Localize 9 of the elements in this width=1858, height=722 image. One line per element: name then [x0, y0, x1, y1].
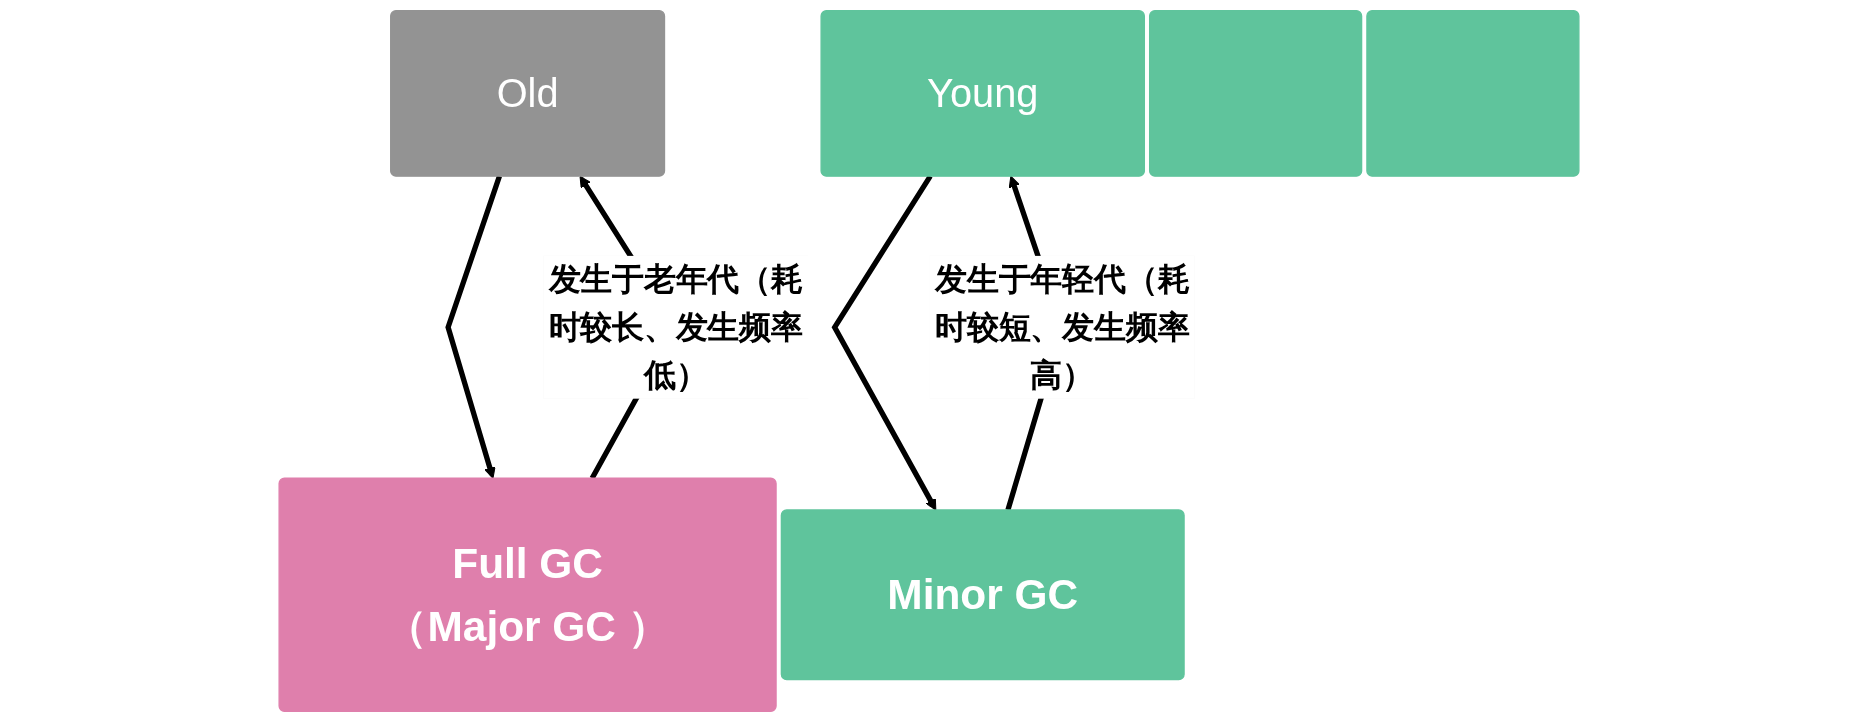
edge-label: 发生于老年代（耗时较长、发生频率低）: [548, 260, 803, 393]
node-box: Minor GC: [780, 509, 1185, 681]
node-box: [1366, 9, 1580, 177]
node-box: Full GC （Major GC ）: [278, 477, 777, 713]
node-box: Old: [390, 9, 666, 177]
node-box: Young: [820, 9, 1145, 177]
arrow: [445, 175, 502, 479]
node-box: [1149, 9, 1363, 177]
edge-label: 发生于年轻代（耗时较短、发生频率高）: [935, 260, 1190, 393]
